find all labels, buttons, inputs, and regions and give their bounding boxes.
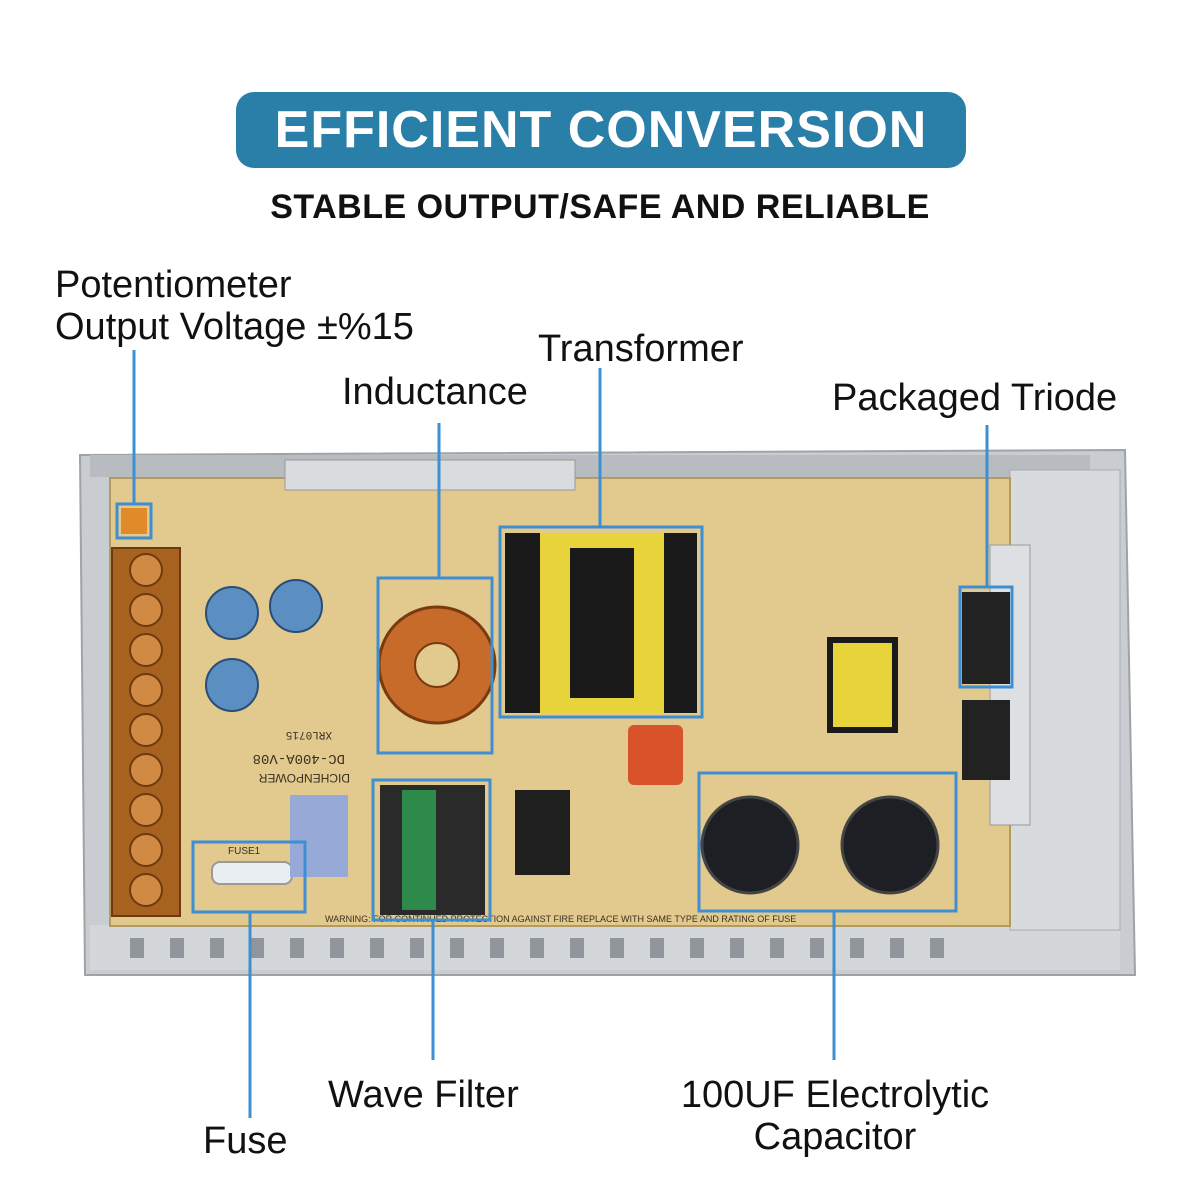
- label-potentiometer: Potentiometer Output Voltage ±%15: [55, 264, 414, 348]
- small-capacitors: [205, 579, 323, 712]
- terminal-screws: [129, 553, 163, 907]
- board-brand: DICHENPOWER: [258, 771, 350, 785]
- heatsink-bar: [284, 459, 576, 491]
- label-inductance: Inductance: [342, 371, 528, 413]
- label-potentiometer-line1: Potentiometer: [55, 264, 292, 306]
- packaged-triode-body: [962, 592, 1010, 684]
- vent-slots: [130, 938, 944, 958]
- label-wave-filter: Wave Filter: [328, 1074, 519, 1116]
- board-warning: WARNING: FOR CONTINUED PROTECTION AGAINS…: [325, 914, 796, 924]
- callout-box-capacitor: [697, 771, 958, 913]
- title-banner: EFFICIENT CONVERSION: [236, 92, 966, 168]
- label-transformer: Transformer: [538, 328, 744, 370]
- board-model: DC-400A-V08: [253, 750, 345, 766]
- title-text: EFFICIENT CONVERSION: [274, 101, 928, 159]
- x-capacitor: [290, 795, 348, 877]
- case-top-vents: [90, 455, 1090, 477]
- aux-transformer: [827, 637, 898, 733]
- label-fuse: Fuse: [203, 1120, 288, 1162]
- film-capacitor: [628, 725, 683, 785]
- potentiometer-body: [121, 508, 147, 534]
- board-code: XRL0715: [286, 728, 332, 740]
- bridge-rectifier: [515, 790, 570, 875]
- case-bottom-vents: [90, 925, 1120, 970]
- label-potentiometer-line2: Output Voltage ±%15: [55, 306, 414, 348]
- label-packaged-triode: Packaged Triode: [832, 377, 1118, 419]
- electrolytic-capacitor-right: [840, 795, 940, 895]
- label-capacitor: 100UF Electrolytic Capacitor: [640, 1074, 1030, 1158]
- subtitle: STABLE OUTPUT/SAFE AND RELIABLE: [270, 188, 930, 226]
- label-capacitor-line1: 100UF Electrolytic: [680, 1074, 990, 1116]
- label-capacitor-line2: Capacitor: [753, 1116, 917, 1158]
- callout-box-inductance: [376, 576, 494, 755]
- leader-lines: [132, 350, 989, 1118]
- fuse-body: [211, 861, 293, 885]
- board-fuse-label: FUSE1: [228, 846, 261, 857]
- electrolytic-capacitor-left: [700, 795, 800, 895]
